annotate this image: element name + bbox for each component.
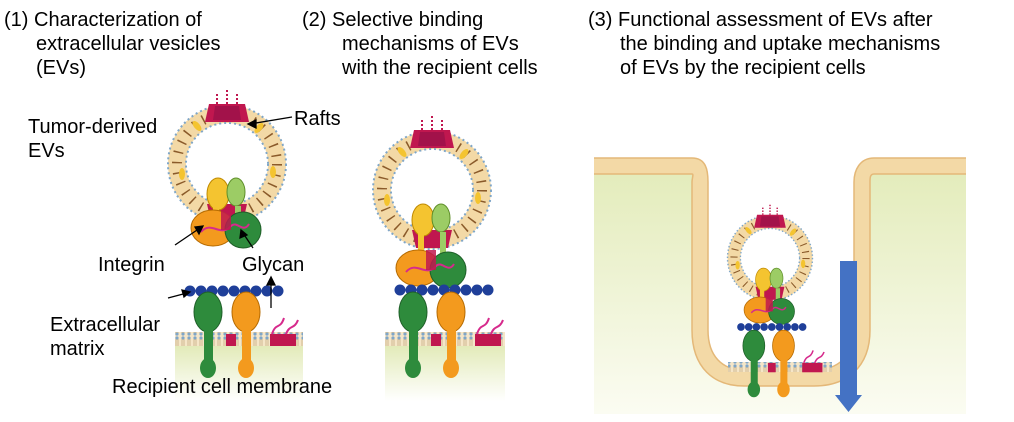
recipient-membrane-label: Recipient cell membrane (112, 376, 333, 398)
panel-1-heading-line-3: (EVs) (36, 57, 86, 79)
annotation-arrows-1 (167, 116, 293, 308)
matrix-beads-3 (737, 323, 807, 331)
extracellular-matrix-label: Extracellular matrix (50, 313, 160, 361)
uptake-arrow (835, 261, 862, 412)
panel-3-graphic (594, 157, 966, 414)
panel-3-heading: (3) Functional assessment of EVs after t… (588, 8, 940, 80)
tumor-evs-label: Tumor-derived EVs (28, 115, 157, 163)
integrin-glycan-3 (743, 296, 796, 326)
ev-vesicle-1 (168, 90, 286, 228)
panel-2-heading-line-2: mechanisms of EVs (342, 33, 519, 55)
panel-2-graphic (373, 116, 505, 401)
tumor-evs-label-line-1: Tumor-derived (28, 116, 158, 138)
rafts-label: Rafts (294, 108, 341, 130)
integrin-label: Integrin (98, 254, 165, 276)
invaginated-membrane (594, 158, 966, 386)
cell-membrane-3 (728, 362, 832, 372)
panel-3-heading-line-3: of EVs by the recipient cells (620, 57, 866, 79)
ev-vesicle-2 (373, 116, 491, 254)
panel-3-heading-line-1: (3) Functional assessment of EVs after (588, 9, 933, 31)
panel-2-heading: (2) Selective binding mechanisms of EVs … (302, 8, 538, 80)
integrin-glycan-2 (395, 249, 467, 289)
panel-2-heading-line-3: with the recipient cells (342, 57, 538, 79)
panel-2-heading-line-1: (2) Selective binding (302, 9, 484, 31)
matrix-beads-1 (184, 285, 284, 297)
ecm-label-line-1: Extracellular (50, 314, 161, 336)
panel-3-heading-line-2: the binding and uptake mechanisms (620, 33, 941, 55)
panel-1-heading-line-1: (1) Characterization of (4, 9, 202, 31)
panel-1-heading-line-2: extracellular vesicles (36, 33, 221, 55)
glycan-label: Glycan (242, 254, 305, 276)
ecm-label-line-2: matrix (50, 338, 105, 360)
panel-1-graphic (168, 90, 303, 401)
tumor-evs-label-line-2: EVs (28, 140, 65, 162)
panel-1-heading: (1) Characterization of extracellular ve… (4, 8, 221, 80)
